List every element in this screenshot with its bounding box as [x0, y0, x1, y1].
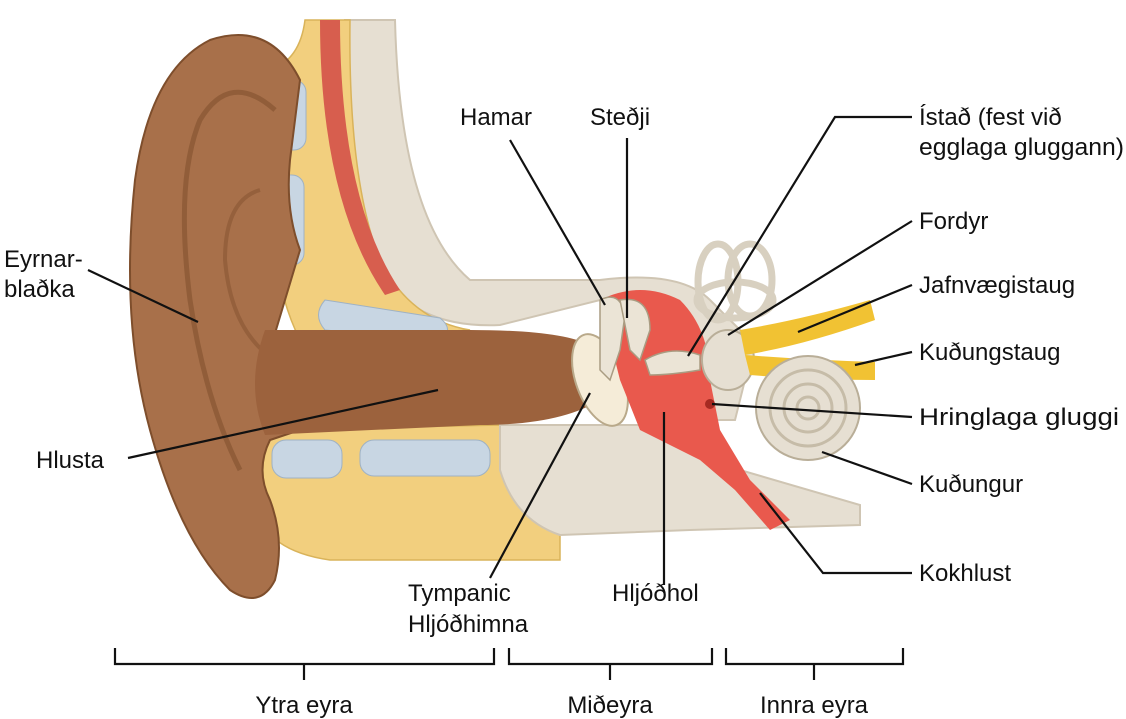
auricle-antihelix	[222, 188, 264, 352]
leader-lines	[87, 115, 913, 585]
label-auricle-1: Eyrnar-	[4, 246, 83, 273]
stapes-bone	[644, 350, 701, 376]
round-window-spot	[705, 399, 715, 409]
leader-malleus	[509, 139, 606, 306]
label-malleus: Hamar	[460, 104, 532, 131]
label-ear-canal: Hlusta	[36, 447, 105, 474]
label-cochlear-nerve: Kuðungstaug	[919, 339, 1060, 366]
leader-cochlear-nerve	[854, 350, 913, 367]
label-auricle-2: blaðka	[4, 276, 75, 303]
label-round-window: Hringlaga gluggi	[919, 404, 1119, 431]
semicircular-canals	[693, 240, 777, 324]
label-eustachian-tube: Kokhlust	[919, 560, 1011, 587]
leader-auricle	[87, 269, 199, 323]
region-label-inner: Innra eyra	[760, 692, 869, 719]
bracket-middle-ear	[507, 648, 714, 666]
label-tympanic-1: Tympanic	[408, 580, 511, 607]
region-label-middle: Miðeyra	[567, 692, 653, 719]
leader-ear-canal	[127, 388, 439, 460]
bracket-inner-ear	[724, 648, 905, 666]
label-incus: Steðji	[590, 104, 650, 131]
region-brackets	[113, 648, 905, 680]
auricle	[129, 34, 302, 599]
label-cochlea: Kuðungur	[919, 471, 1023, 498]
label-stapes-1: Ístað (fest við	[919, 104, 1062, 131]
region-label-outer: Ytra eyra	[255, 692, 353, 719]
leader-eustachian-tube	[759, 492, 912, 575]
leader-stapes	[687, 115, 912, 357]
label-vestibular-nerve: Jafnvægistaug	[919, 272, 1075, 299]
temporal-muscle	[320, 20, 400, 295]
anatomy-illustration	[129, 19, 875, 599]
middle-ear-cavity	[600, 290, 790, 530]
label-stapes-2: egglaga gluggann)	[919, 134, 1124, 161]
label-tympanic-cavity: Hljóðhol	[612, 580, 699, 607]
labels: Eyrnar- blaðka Hlusta Hamar Steðji Ístað…	[4, 104, 1124, 638]
cartilage-lower-1	[271, 439, 343, 479]
leader-vestibular-nerve	[797, 283, 913, 334]
ear-canal	[255, 330, 600, 435]
leader-cochlea	[821, 450, 913, 486]
label-tympanic-2: Hljóðhimna	[408, 611, 529, 638]
cartilage-lower-2	[359, 439, 491, 477]
bracket-outer-ear	[113, 648, 496, 666]
auricle-helix-fold	[181, 89, 277, 472]
leader-round-window	[711, 402, 913, 419]
leader-tympanic	[489, 392, 591, 579]
region-labels: Ytra eyra Miðeyra Innra eyra	[255, 692, 868, 719]
leader-vestibule	[727, 220, 913, 336]
label-vestibule: Fordyr	[919, 208, 988, 235]
